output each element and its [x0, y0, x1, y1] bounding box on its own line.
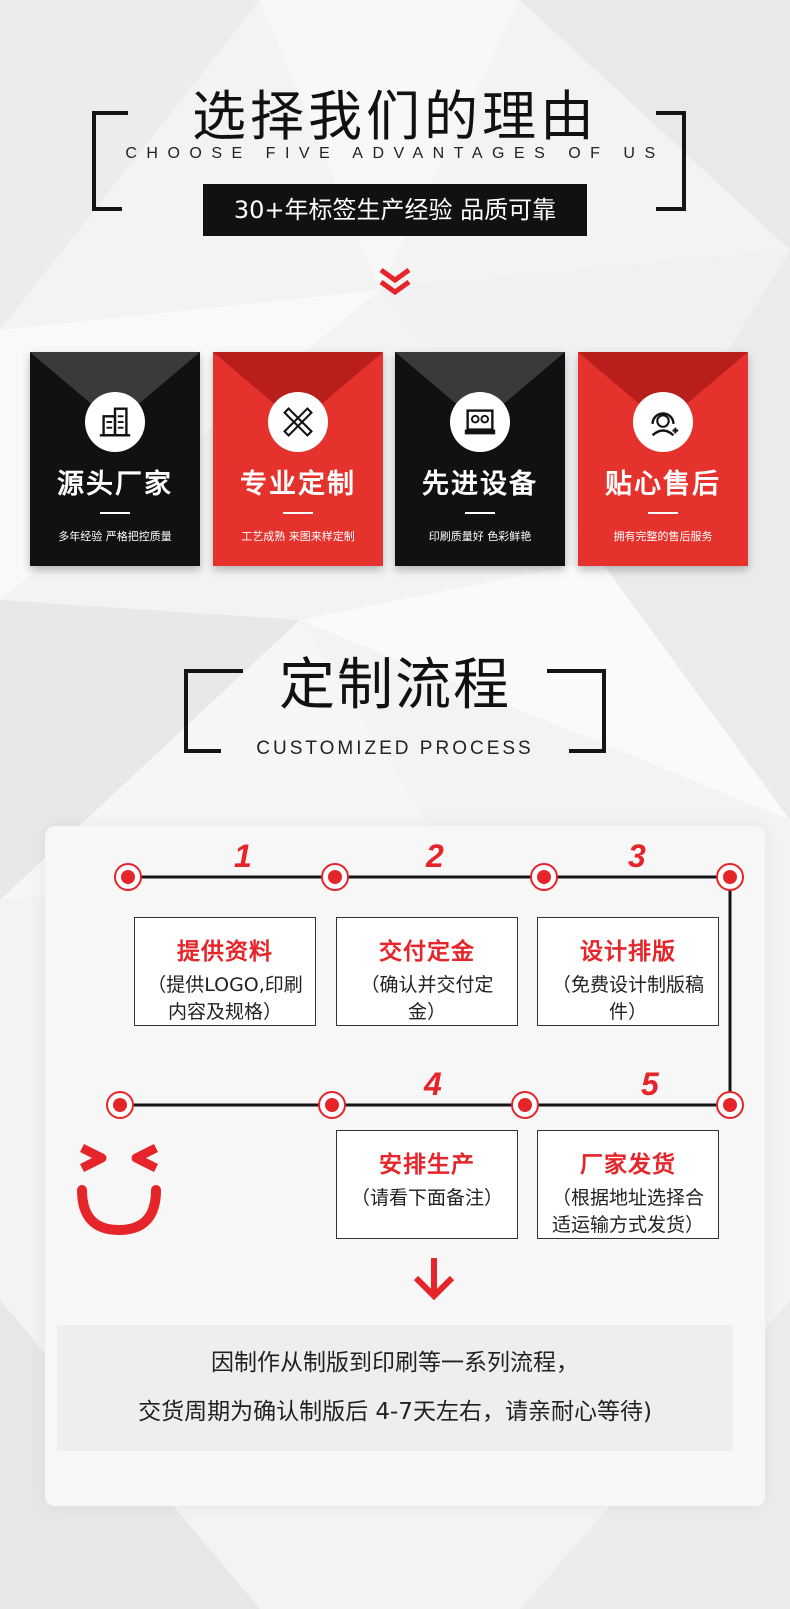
card-divider [465, 512, 495, 514]
process-heading-brackets [184, 669, 606, 753]
step-description: （免费设计制版稿件） [551, 974, 704, 1023]
card-fold [395, 352, 565, 424]
card-title: 专业定制 [240, 469, 356, 500]
card-fold [30, 352, 200, 424]
chevron-down-icon [379, 267, 411, 296]
advantage-card-equipment: 先进设备 印刷质量好 色彩鲜艳 [395, 352, 565, 566]
process-node [716, 1091, 744, 1119]
advantage-card-factory: 源头厂家 多年经验 严格把控质量 [30, 352, 200, 566]
customer-service-icon [633, 392, 693, 452]
card-subtitle: 多年经验 严格把控质量 [58, 530, 172, 543]
step-number: 4 [424, 1066, 442, 1102]
step-description: （根据地址选择合适运输方式发货） [551, 1187, 704, 1236]
step-title: 交付定金 [379, 939, 475, 965]
note-line-1: 因制作从制版到印刷等一系列流程， [211, 1350, 579, 1376]
printer-machine-icon [450, 392, 510, 452]
step-title: 设计排版 [580, 939, 676, 965]
card-title: 贴心售后 [605, 469, 721, 500]
step-box-provide-materials: 提供资料 （提供LOGO,印刷内容及规格） [134, 917, 316, 1026]
card-fold [213, 352, 383, 424]
card-subtitle: 工艺成熟 来图来样定制 [241, 530, 355, 543]
step-number: 5 [641, 1066, 659, 1102]
card-title: 源头厂家 [57, 469, 173, 500]
note-line-2: 交货周期为确认制版后 4-7天左右，请亲耐心等待) [138, 1399, 652, 1425]
step-description: （提供LOGO,印刷内容及规格） [147, 974, 303, 1023]
advantages-subtitle: CHOOSE FIVE ADVANTAGES OF US [125, 145, 665, 162]
step-box-shipping: 厂家发货 （根据地址选择合适运输方式发货） [537, 1130, 719, 1239]
building-icon [85, 392, 145, 452]
step-description: （确认并交付定金） [360, 974, 494, 1023]
arrow-down-icon [413, 1258, 455, 1301]
step-title: 厂家发货 [580, 1152, 676, 1178]
advantage-card-custom: 专业定制 工艺成熟 来图来样定制 [213, 352, 383, 566]
process-node [318, 1091, 346, 1119]
step-number: 3 [628, 838, 646, 874]
card-divider [100, 512, 130, 514]
card-subtitle: 印刷质量好 色彩鲜艳 [428, 530, 532, 543]
step-box-production: 安排生产 （请看下面备注） [336, 1130, 518, 1239]
process-node [530, 863, 558, 891]
process-node [716, 863, 744, 891]
heading-bracket-right [656, 111, 686, 211]
step-title: 提供资料 [177, 939, 273, 965]
step-number: 2 [426, 838, 444, 874]
step-box-deposit: 交付定金 （确认并交付定金） [336, 917, 518, 1026]
step-description: （请看下面备注） [350, 1187, 503, 1209]
experience-badge: 30+年标签生产经验 品质可靠 [203, 184, 587, 236]
pencil-ruler-icon [268, 392, 328, 452]
process-node [321, 863, 349, 891]
delivery-note: 因制作从制版到印刷等一系列流程， 交货周期为确认制版后 4-7天左右，请亲耐心等… [57, 1325, 733, 1451]
process-node [511, 1091, 539, 1119]
advantage-card-service: 贴心售后 拥有完整的售后服务 [578, 352, 748, 566]
bracket-cap [92, 111, 128, 115]
process-title: 定制流程 [279, 653, 511, 718]
step-number: 1 [234, 838, 252, 874]
step-box-design: 设计排版 （免费设计制版稿件） [537, 917, 719, 1026]
card-title: 先进设备 [422, 469, 538, 500]
process-node [114, 863, 142, 891]
card-divider [283, 512, 313, 514]
process-node [106, 1091, 134, 1119]
card-subtitle: 拥有完整的售后服务 [613, 530, 713, 543]
smiley-face-icon [77, 1143, 161, 1236]
process-subtitle: CUSTOMIZED PROCESS [256, 738, 534, 759]
advantages-title: 选择我们的理由 [192, 85, 598, 148]
card-fold [578, 352, 748, 424]
card-divider [648, 512, 678, 514]
step-title: 安排生产 [379, 1152, 475, 1178]
